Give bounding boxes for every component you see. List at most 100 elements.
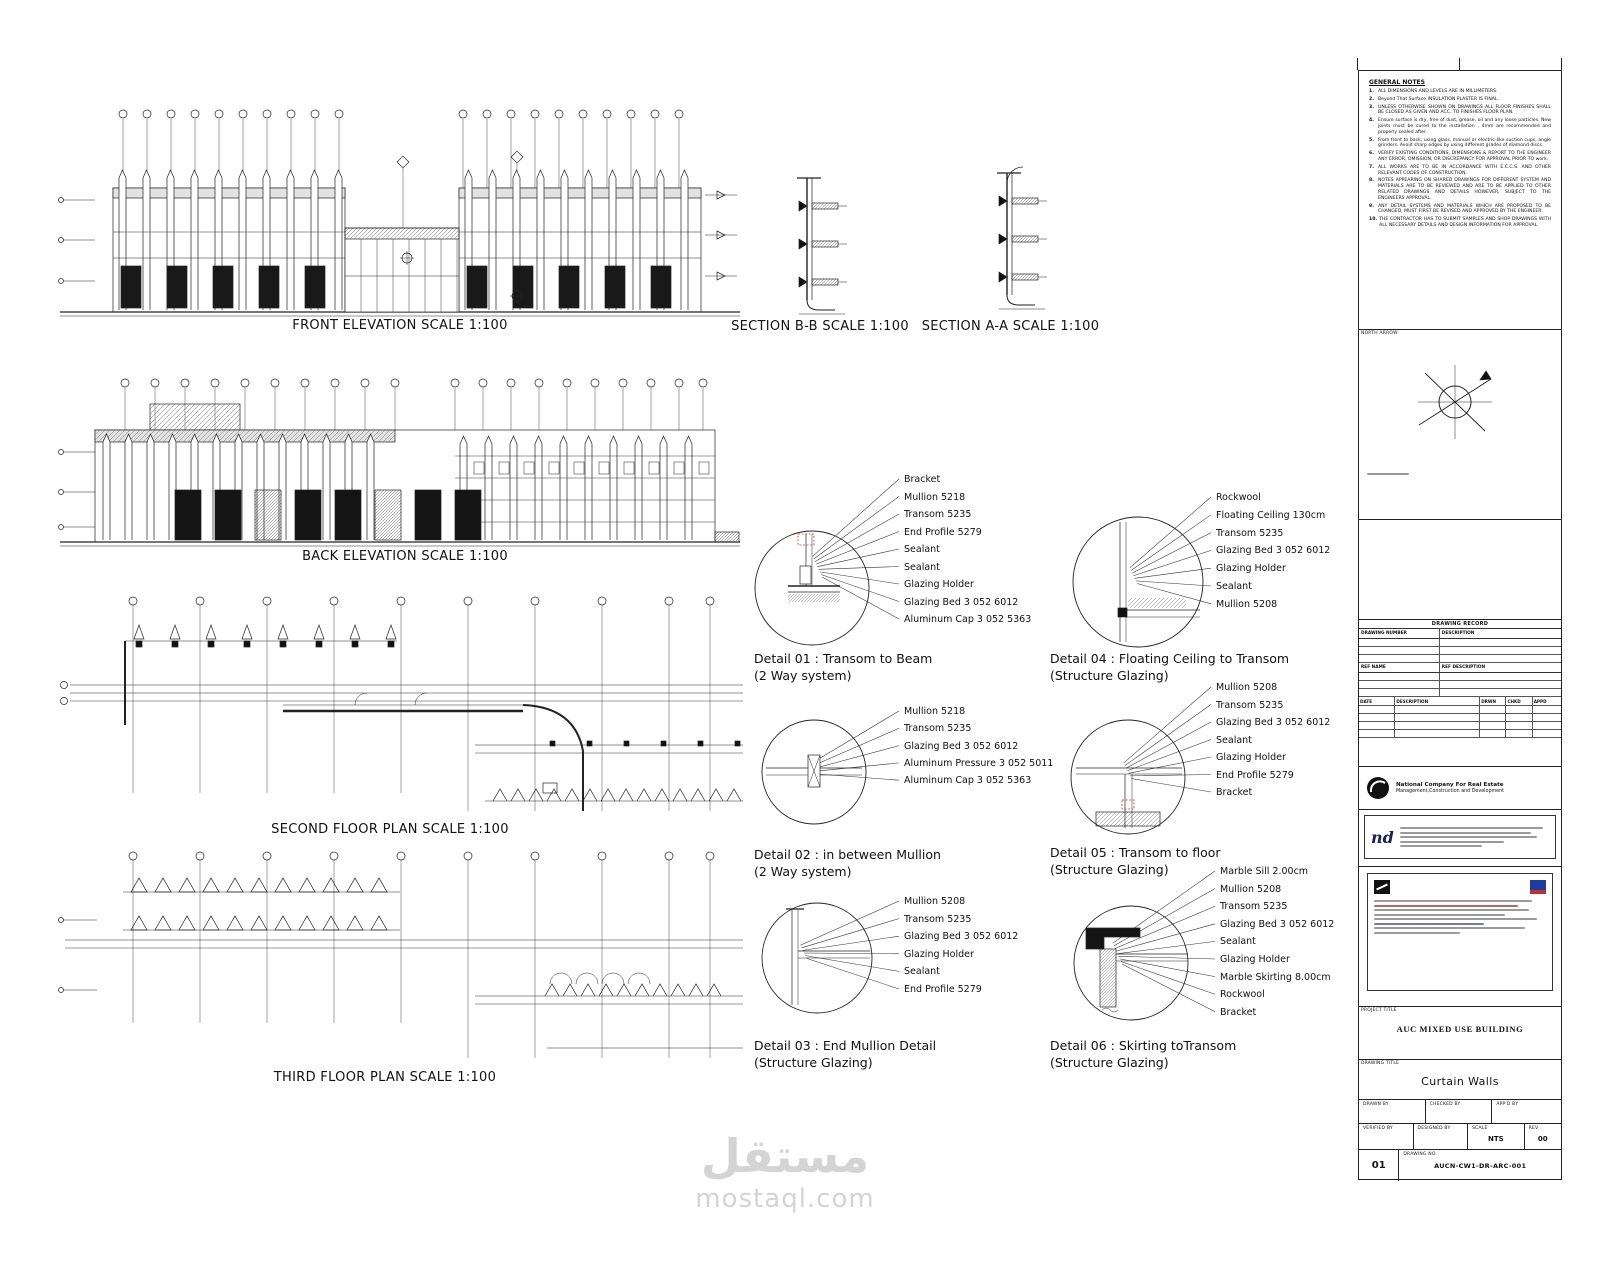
ref-header-row: REF NAME REF DESCRIPTION [1359, 663, 1561, 673]
drawing-number: AUCN-CW1-DR-ARC-001 [1434, 1162, 1527, 1170]
north-arrow-label: NORTH ARROW [1361, 331, 1398, 336]
detail-callout-label: Glazing Holder [1216, 752, 1286, 763]
detail-callout-label: Sealant [1216, 581, 1252, 592]
section-bb-caption: SECTION B-B SCALE 1:100 [731, 319, 909, 334]
detail-callout-label: Glazing Bed 3 052 6012 [904, 931, 1019, 943]
front-elevation-caption: FRONT ELEVATION SCALE 1:100 [292, 318, 508, 333]
detail-callout-label: Mullion 5218 [904, 706, 966, 717]
detail-callout-label: Sealant [904, 544, 940, 555]
fine-print-line [1374, 913, 1505, 916]
stamp-box [1359, 519, 1561, 619]
general-note: 2.Beyond That Surface INSULATION PLASTER… [1369, 96, 1499, 102]
detail-03-caption: Detail 03 : End Mullion Detail (Structur… [754, 1037, 936, 1071]
general-note: 1.ALL DIMENSIONS AND LEVELS ARE IN MILLI… [1369, 89, 1498, 94]
fine-print-line [1374, 927, 1526, 929]
general-notes-list: 1.ALL DIMENSIONS AND LEVELS ARE IN MILLI… [1364, 89, 1556, 229]
fine-print-line [1374, 931, 1460, 934]
project-title-section: PROJECT TITLE AUC MIXED USE BUILDING [1359, 1006, 1561, 1059]
fine-print-line [1374, 900, 1533, 902]
detail-callout-label: Glazing Holder [904, 579, 974, 590]
company-tagline: Management,Construction and Development [1396, 788, 1505, 794]
detail-subtitle: (Structure Glazing) [754, 1055, 873, 1070]
detail-04-block: Detail 04 : Floating Ceiling to Transom … [1048, 482, 1488, 683]
watermark-latin: mostaql.com [695, 1184, 875, 1214]
detail-callout-label: Glazing Bed 3 052 6012 [904, 740, 1019, 752]
ruler-tick [1357, 58, 1358, 70]
section-aa-drawing [997, 166, 1047, 310]
detail-title: Detail 03 : End Mullion Detail [754, 1038, 937, 1053]
detail-callout-label: Glazing Holder [1216, 563, 1286, 575]
detail-subtitle: (Structure Glazing) [1050, 862, 1169, 877]
detail-subtitle: (2 Way system) [754, 864, 852, 879]
revision-header-row: DATE DESCRIPTION DRWN CHKD APPD [1359, 697, 1561, 706]
approval-section [1359, 866, 1561, 1006]
rev-value: 00 [1537, 1135, 1548, 1143]
detail-callout-label: Bracket [1220, 1006, 1257, 1018]
detail-callout-label: Aluminum Cap 3 052 5363 [904, 775, 1032, 787]
general-note: 3.UNLESS OTHERWISE SHOWN ON DRAWINGS ALL… [1369, 104, 1551, 116]
record-row [1359, 647, 1561, 655]
detail-callout-label: Transom 5235 [1216, 699, 1284, 711]
detail-callout-label: End Profile 5279 [904, 984, 982, 995]
scale-label: SCALE [1472, 1126, 1488, 1131]
detail-callout-label: Transom 5235 [1216, 527, 1284, 539]
detail-callout-label: Mullion 5208 [904, 896, 966, 907]
detail-01-block: Detail 01 : Transom to Beam (2 Way syste… [752, 468, 1152, 683]
detail-callout-label: Glazing Bed 3 052 6012 [904, 596, 1019, 608]
detail-callout-label: Marble Skirting 8.00cm [1220, 971, 1331, 983]
revision-row [1359, 730, 1561, 738]
second-floor-plan-caption: SECOND FLOOR PLAN SCALE 1:100 [271, 822, 509, 837]
detail-callout-label: Glazing Holder [1220, 954, 1290, 965]
detail-callout-label: Marble Sill 2.00cm [1220, 866, 1309, 877]
watermark: مستقل mostaql.com [655, 1128, 915, 1214]
detail-callout-label: Bracket [1216, 787, 1253, 798]
general-note: 7.ALL WORKS ARE TO BE IN ACCORDANCE WITH… [1369, 164, 1551, 176]
detail-callout-label: Bracket [904, 474, 941, 485]
detail-06-caption: Detail 06 : Skirting toTransom (Structur… [1050, 1037, 1236, 1071]
watermark-arabic: مستقل [700, 1129, 870, 1183]
record-header-row: DRAWING NUMBER DESCRIPTION [1359, 629, 1561, 639]
detail-title: Detail 06 : Skirting toTransom [1050, 1038, 1237, 1053]
drawing-record-section: DRAWING RECORD DRAWING NUMBER DESCRIPTIO… [1359, 619, 1561, 766]
detail-02-caption: Detail 02 : in between Mullion (2 Way sy… [754, 846, 941, 880]
detail-callout-label: Glazing Bed 3 052 6012 [1216, 545, 1331, 557]
north-arrow-compass-icon [1418, 365, 1492, 439]
detail-04-caption: Detail 04 : Floating Ceiling to Transom … [1050, 650, 1289, 684]
fine-print-line [1374, 922, 1485, 925]
project-title: AUC MIXED USE BUILDING [1396, 1024, 1524, 1034]
detail-callout-label: Mullion 5208 [1216, 598, 1278, 610]
consultant-fine-print [1399, 825, 1549, 850]
record-row [1359, 673, 1561, 681]
general-note: 8.NOTES APPEARING ON SHARED DRAWINGS FOR… [1369, 178, 1551, 201]
detail-02-drawing [761, 710, 900, 825]
consultant-section: nd [1359, 809, 1561, 866]
detail-title: Detail 04 : Floating Ceiling to Transom [1050, 651, 1290, 666]
general-note: 10.THE CONTRACTOR HAS TO SUBMIT SAMPLES … [1369, 217, 1551, 228]
detail-callout-label: Transom 5235 [904, 723, 972, 735]
detail-subtitle: (2 Way system) [754, 668, 852, 683]
detail-callout-label: Sealant [1220, 936, 1256, 948]
drawing-title: Curtain Walls [1421, 1075, 1499, 1088]
back-elevation-drawing [58, 378, 740, 547]
detail-06-block: Detail 06 : Skirting toTransom (Structur… [1048, 860, 1488, 1075]
revision-row [1359, 706, 1561, 714]
drawing-no-label: DRAWING NO. [1403, 1152, 1438, 1157]
detail-title: Detail 02 : in between Mullion [754, 847, 941, 862]
verified-by-label: VERIFIED BY [1363, 1126, 1393, 1131]
detail-05-caption: Detail 05 : Transom to floor (Structure … [1050, 844, 1221, 878]
drawing-title-label: DRAWING TITLE [1361, 1061, 1400, 1066]
fine-print-line [1367, 473, 1409, 475]
company-logo-icon [1367, 777, 1389, 799]
detail-callout-label: End Profile 5279 [1216, 769, 1294, 781]
drawing-title-section: DRAWING TITLE Curtain Walls [1359, 1059, 1561, 1099]
detail-callout-label: Mullion 5208 [1216, 682, 1278, 693]
back-elevation-caption: BACK ELEVATION SCALE 1:100 [302, 549, 508, 564]
detail-03-block: Detail 03 : End Mullion Detail (Structur… [752, 893, 1152, 1073]
detail-01-caption: Detail 01 : Transom to Beam (2 Way syste… [754, 650, 932, 684]
project-title-label: PROJECT TITLE [1361, 1008, 1397, 1013]
north-arrow-section: NORTH ARROW [1359, 329, 1561, 519]
detail-05-block: Detail 05 : Transom to floor (Structure … [1048, 672, 1488, 877]
record-row [1359, 655, 1561, 663]
detail-callout-label: Transom 5235 [904, 509, 972, 520]
detail-callout-label: Aluminum Cap 3 052 5363 [904, 614, 1032, 625]
